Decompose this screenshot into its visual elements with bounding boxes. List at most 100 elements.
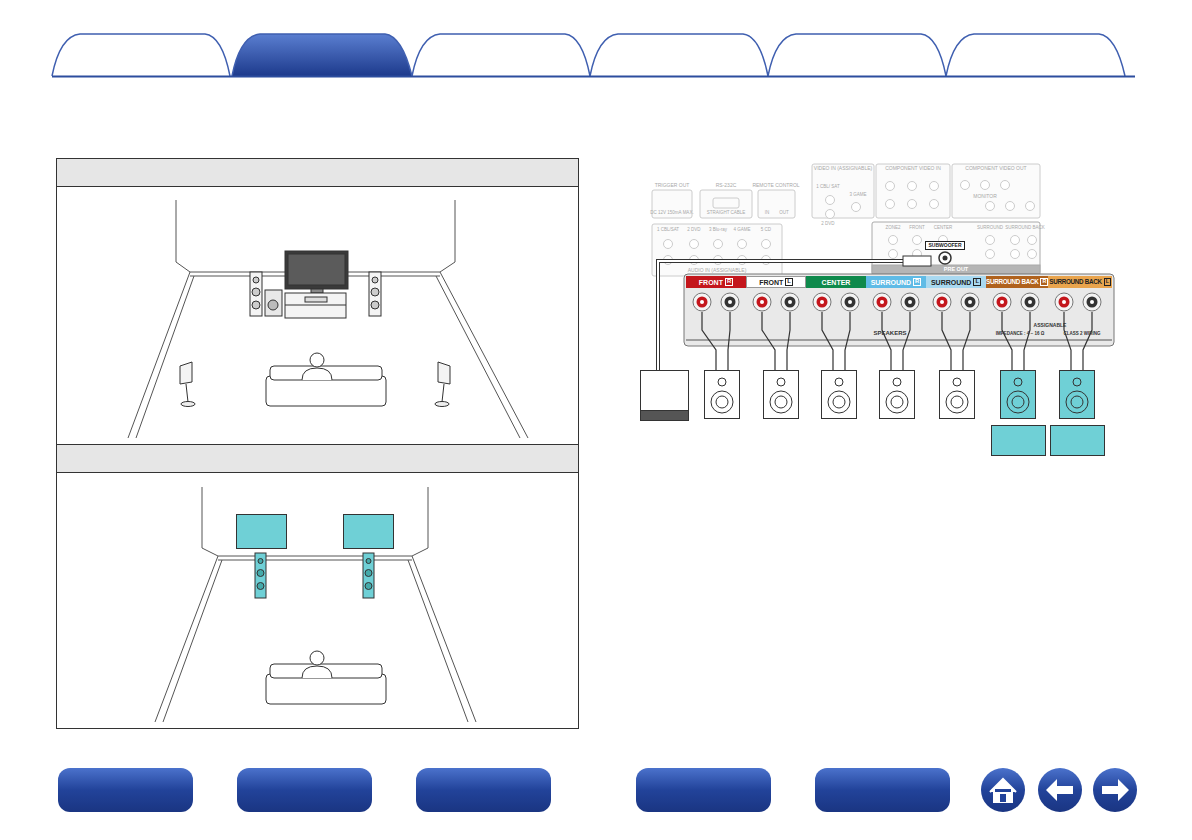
channel-name: FRONT xyxy=(759,279,783,286)
terminal xyxy=(873,293,891,311)
jack xyxy=(981,181,990,190)
jack xyxy=(1001,181,1010,190)
panel-label: ZONE2 xyxy=(885,226,900,231)
terminal-cap xyxy=(845,297,856,308)
jack-label: SUBWOOFER xyxy=(925,241,964,250)
terminal xyxy=(813,293,831,311)
jack xyxy=(930,182,939,191)
speaker-terminal-panel xyxy=(684,274,1114,346)
jack xyxy=(826,196,835,205)
speaker-wire xyxy=(787,312,790,370)
nav-buttons xyxy=(58,768,1137,812)
panel-label: IN xyxy=(765,211,770,216)
speaker xyxy=(1001,371,1036,419)
speaker-wire xyxy=(963,312,970,370)
terminal-cap xyxy=(877,297,888,308)
jack xyxy=(1028,236,1037,245)
panel-label: 1 CBL/SAT xyxy=(657,228,679,233)
panel-label: SPEAKERS xyxy=(873,330,906,336)
panel-label: COMPONENT VIDEO IN xyxy=(885,166,941,171)
panel-label: ASSIGNABLE xyxy=(1034,323,1067,328)
jack xyxy=(908,182,917,191)
room-equipment xyxy=(180,251,450,407)
jack xyxy=(1028,250,1037,259)
speaker-wire xyxy=(762,312,775,370)
channel-name: SURROUND BACK xyxy=(1049,279,1101,285)
channel-band: SURROUND BACKL xyxy=(1048,276,1112,288)
channel-side: L xyxy=(1104,278,1111,285)
panel-label: RS-232C xyxy=(716,183,737,188)
terminal-hole xyxy=(728,300,732,304)
jack xyxy=(889,250,898,259)
jack xyxy=(986,236,995,245)
terminal-cap xyxy=(905,297,916,308)
speaker-wire xyxy=(845,312,850,370)
panel-label: PRE OUT xyxy=(944,267,968,273)
room-equipment xyxy=(237,515,394,705)
channel-side: R xyxy=(1040,278,1048,285)
terminal-cap xyxy=(757,297,768,308)
terminal-cap xyxy=(817,297,828,308)
terminal-cap xyxy=(785,297,796,308)
terminal xyxy=(901,293,919,311)
panel-label: FRONT xyxy=(909,226,925,231)
terminal xyxy=(993,293,1011,311)
terminal xyxy=(1021,293,1039,311)
jack xyxy=(1026,202,1035,211)
subwoofer-cable xyxy=(658,252,951,370)
terminal-hole xyxy=(820,300,824,304)
panel-label: 3 Blu-ray xyxy=(709,228,727,233)
terminal xyxy=(933,293,951,311)
channel-side: R xyxy=(913,278,921,286)
jack-group xyxy=(664,181,1037,265)
terminal-cap xyxy=(725,297,736,308)
terminal-cap xyxy=(697,297,708,308)
channel-name: FRONT xyxy=(699,279,723,286)
terminal xyxy=(841,293,859,311)
speaker-wire xyxy=(1024,312,1030,370)
panel-label: DC 12V 150mA MAX. xyxy=(650,211,693,216)
speaker xyxy=(705,371,740,419)
speaker-wire xyxy=(1064,312,1071,370)
terminal xyxy=(693,293,711,311)
panel-label: 2 DVD xyxy=(687,228,700,233)
jack xyxy=(889,236,898,245)
room-panels xyxy=(57,159,579,729)
subwoofer xyxy=(641,371,689,421)
speaker-group xyxy=(705,371,1095,419)
speaker-wire xyxy=(882,312,891,370)
terminal-hole xyxy=(968,300,972,304)
terminal-hole xyxy=(1062,300,1066,304)
jack xyxy=(762,240,771,249)
panel-label: OUT xyxy=(779,211,789,216)
channel-name: SURROUND BACK xyxy=(986,279,1038,285)
panel-label: 5 CD xyxy=(761,228,771,233)
terminal-cap xyxy=(1059,297,1070,308)
terminal-hole xyxy=(848,300,852,304)
speaker-wire xyxy=(822,312,833,370)
channel-band: SURROUND BACKR xyxy=(986,276,1048,288)
room-layout xyxy=(155,487,476,722)
jack xyxy=(908,200,917,209)
speaker xyxy=(940,371,975,419)
panel-label: 3 GAME xyxy=(849,193,866,198)
jack xyxy=(913,236,922,245)
panel-label: SURROUND BACK xyxy=(1005,226,1045,231)
channel-band: SURROUNDR xyxy=(866,276,926,288)
speaker-wire xyxy=(702,312,716,370)
terminal-hole xyxy=(1090,300,1094,304)
jack xyxy=(986,202,995,211)
panel-label: 4 GAME xyxy=(733,228,750,233)
channel-side: R xyxy=(725,278,733,286)
jack xyxy=(852,203,861,212)
jack xyxy=(826,210,835,219)
channel-band: SURROUNDL xyxy=(926,276,986,288)
panel-label: IMPEDANCE : 4 ~ 16 Ω xyxy=(996,332,1045,337)
terminal-hole xyxy=(1000,300,1004,304)
jack xyxy=(690,240,699,249)
terminal-hole xyxy=(940,300,944,304)
channel-band: CENTER xyxy=(806,276,866,288)
jack xyxy=(930,200,939,209)
jack xyxy=(664,240,673,249)
